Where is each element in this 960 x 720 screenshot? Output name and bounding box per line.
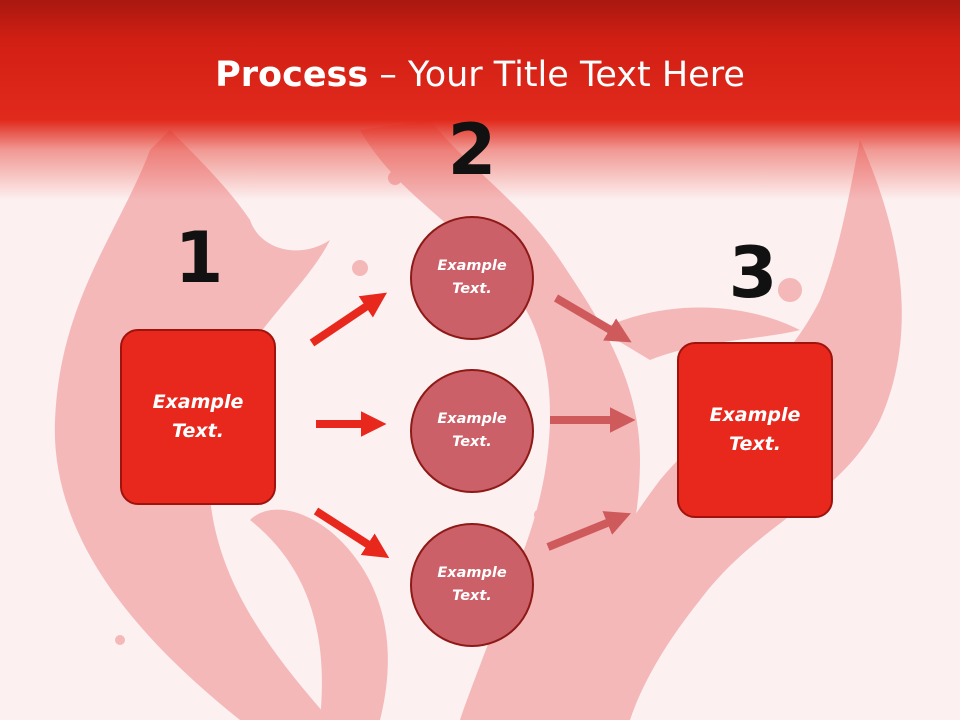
step-number-2: 2 bbox=[447, 109, 497, 191]
circle-middle-text: Example Text. bbox=[437, 411, 507, 450]
arrow-to-circle-top bbox=[309, 292, 387, 347]
step-number-3: 3 bbox=[728, 232, 778, 314]
header-band bbox=[0, 0, 960, 200]
source-box: Example Text. bbox=[120, 329, 276, 505]
arrow-from-circle-bottom bbox=[546, 511, 631, 551]
step-number-1: 1 bbox=[174, 217, 224, 299]
title-rest: – Your Title Text Here bbox=[368, 55, 745, 95]
circle-middle: Example Text. bbox=[410, 369, 534, 493]
target-box: Example Text. bbox=[677, 342, 833, 518]
circle-bottom: Example Text. bbox=[410, 523, 534, 647]
circle-bottom-text: Example Text. bbox=[437, 565, 507, 604]
arrow-to-circle-bottom bbox=[313, 507, 390, 559]
title-bold: Process bbox=[215, 55, 369, 95]
arrow-from-circle-top bbox=[553, 294, 632, 343]
source-box-text: Example Text. bbox=[152, 391, 244, 442]
circle-top: Example Text. bbox=[410, 216, 534, 340]
circle-top-text: Example Text. bbox=[437, 258, 507, 297]
target-box-text: Example Text. bbox=[709, 404, 801, 455]
slide-title: Process – Your Title Text Here bbox=[0, 52, 960, 98]
